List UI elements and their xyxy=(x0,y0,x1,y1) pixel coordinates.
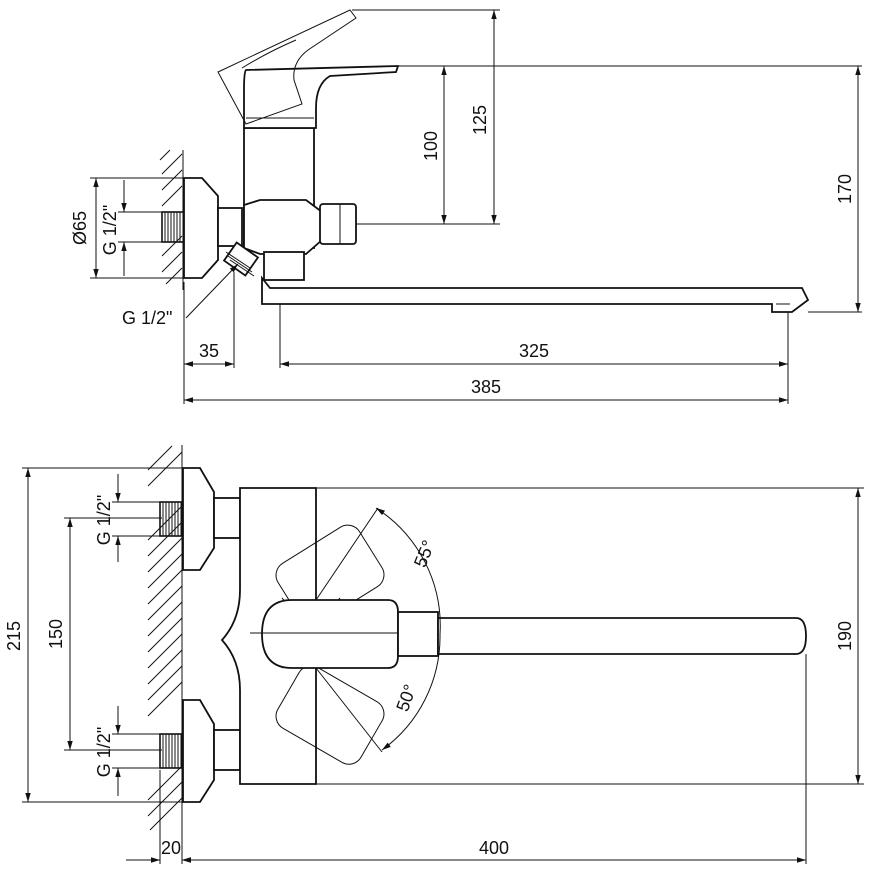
escutcheon-top-lower xyxy=(182,699,215,803)
dim-lines-horizontal-side xyxy=(183,272,789,404)
dim-190-label: 190 xyxy=(835,621,855,651)
side-view: 125 100 170 Ø65 G 1/2" G 1/2" xyxy=(70,9,862,404)
connector-nut-side xyxy=(217,207,243,247)
dim-35-label: 35 xyxy=(199,341,219,361)
connector-nut-top-upper xyxy=(213,497,241,539)
thread-upper-label: G 1/2" xyxy=(94,495,114,545)
dim-lines-heights-side xyxy=(352,9,862,313)
wall-hatching-top xyxy=(147,445,183,832)
dim-lines-left-top xyxy=(22,467,200,803)
handle-top xyxy=(261,599,399,669)
dim-325-label: 325 xyxy=(519,341,549,361)
thread-wall-label: G 1/2" xyxy=(100,205,120,255)
dim-170-label: 170 xyxy=(835,174,855,204)
thread-leader-side xyxy=(185,263,239,319)
angle-50-label: 50° xyxy=(392,682,420,714)
dim-125-label: 125 xyxy=(470,105,490,135)
spout-side xyxy=(261,275,810,313)
rotation-arc xyxy=(315,507,441,753)
wall-thread-top-lower xyxy=(159,733,185,769)
dim-215-label: 215 xyxy=(4,621,24,651)
valve-body-side xyxy=(243,127,357,281)
spout-top xyxy=(397,611,807,657)
escutcheon-top-upper xyxy=(182,467,215,571)
dim-65-label: Ø65 xyxy=(70,211,90,245)
lever-raised-outline xyxy=(217,9,357,125)
dim-lines-right-top xyxy=(316,487,864,785)
escutcheon-side xyxy=(183,177,219,279)
dim-100-label: 100 xyxy=(421,131,441,161)
dim-lines-bottom-top xyxy=(126,654,807,864)
top-view: 55° 50° 215 150 G 1/2" G 1/2" xyxy=(4,445,864,864)
dim-400-label: 400 xyxy=(479,838,509,858)
lever-handle-side xyxy=(243,65,400,129)
thread-lower-label: G 1/2" xyxy=(94,727,114,777)
dim-150-label: 150 xyxy=(46,619,66,649)
angle-55-label: 55° xyxy=(410,537,439,570)
dim-20-label: 20 xyxy=(161,838,181,858)
dim-lines-wall-side xyxy=(90,177,200,279)
thread-leader-label: G 1/2" xyxy=(122,308,172,328)
wall-hatching-side xyxy=(159,149,184,290)
dim-385-label: 385 xyxy=(471,377,501,397)
connector-nut-top-lower xyxy=(213,729,241,771)
